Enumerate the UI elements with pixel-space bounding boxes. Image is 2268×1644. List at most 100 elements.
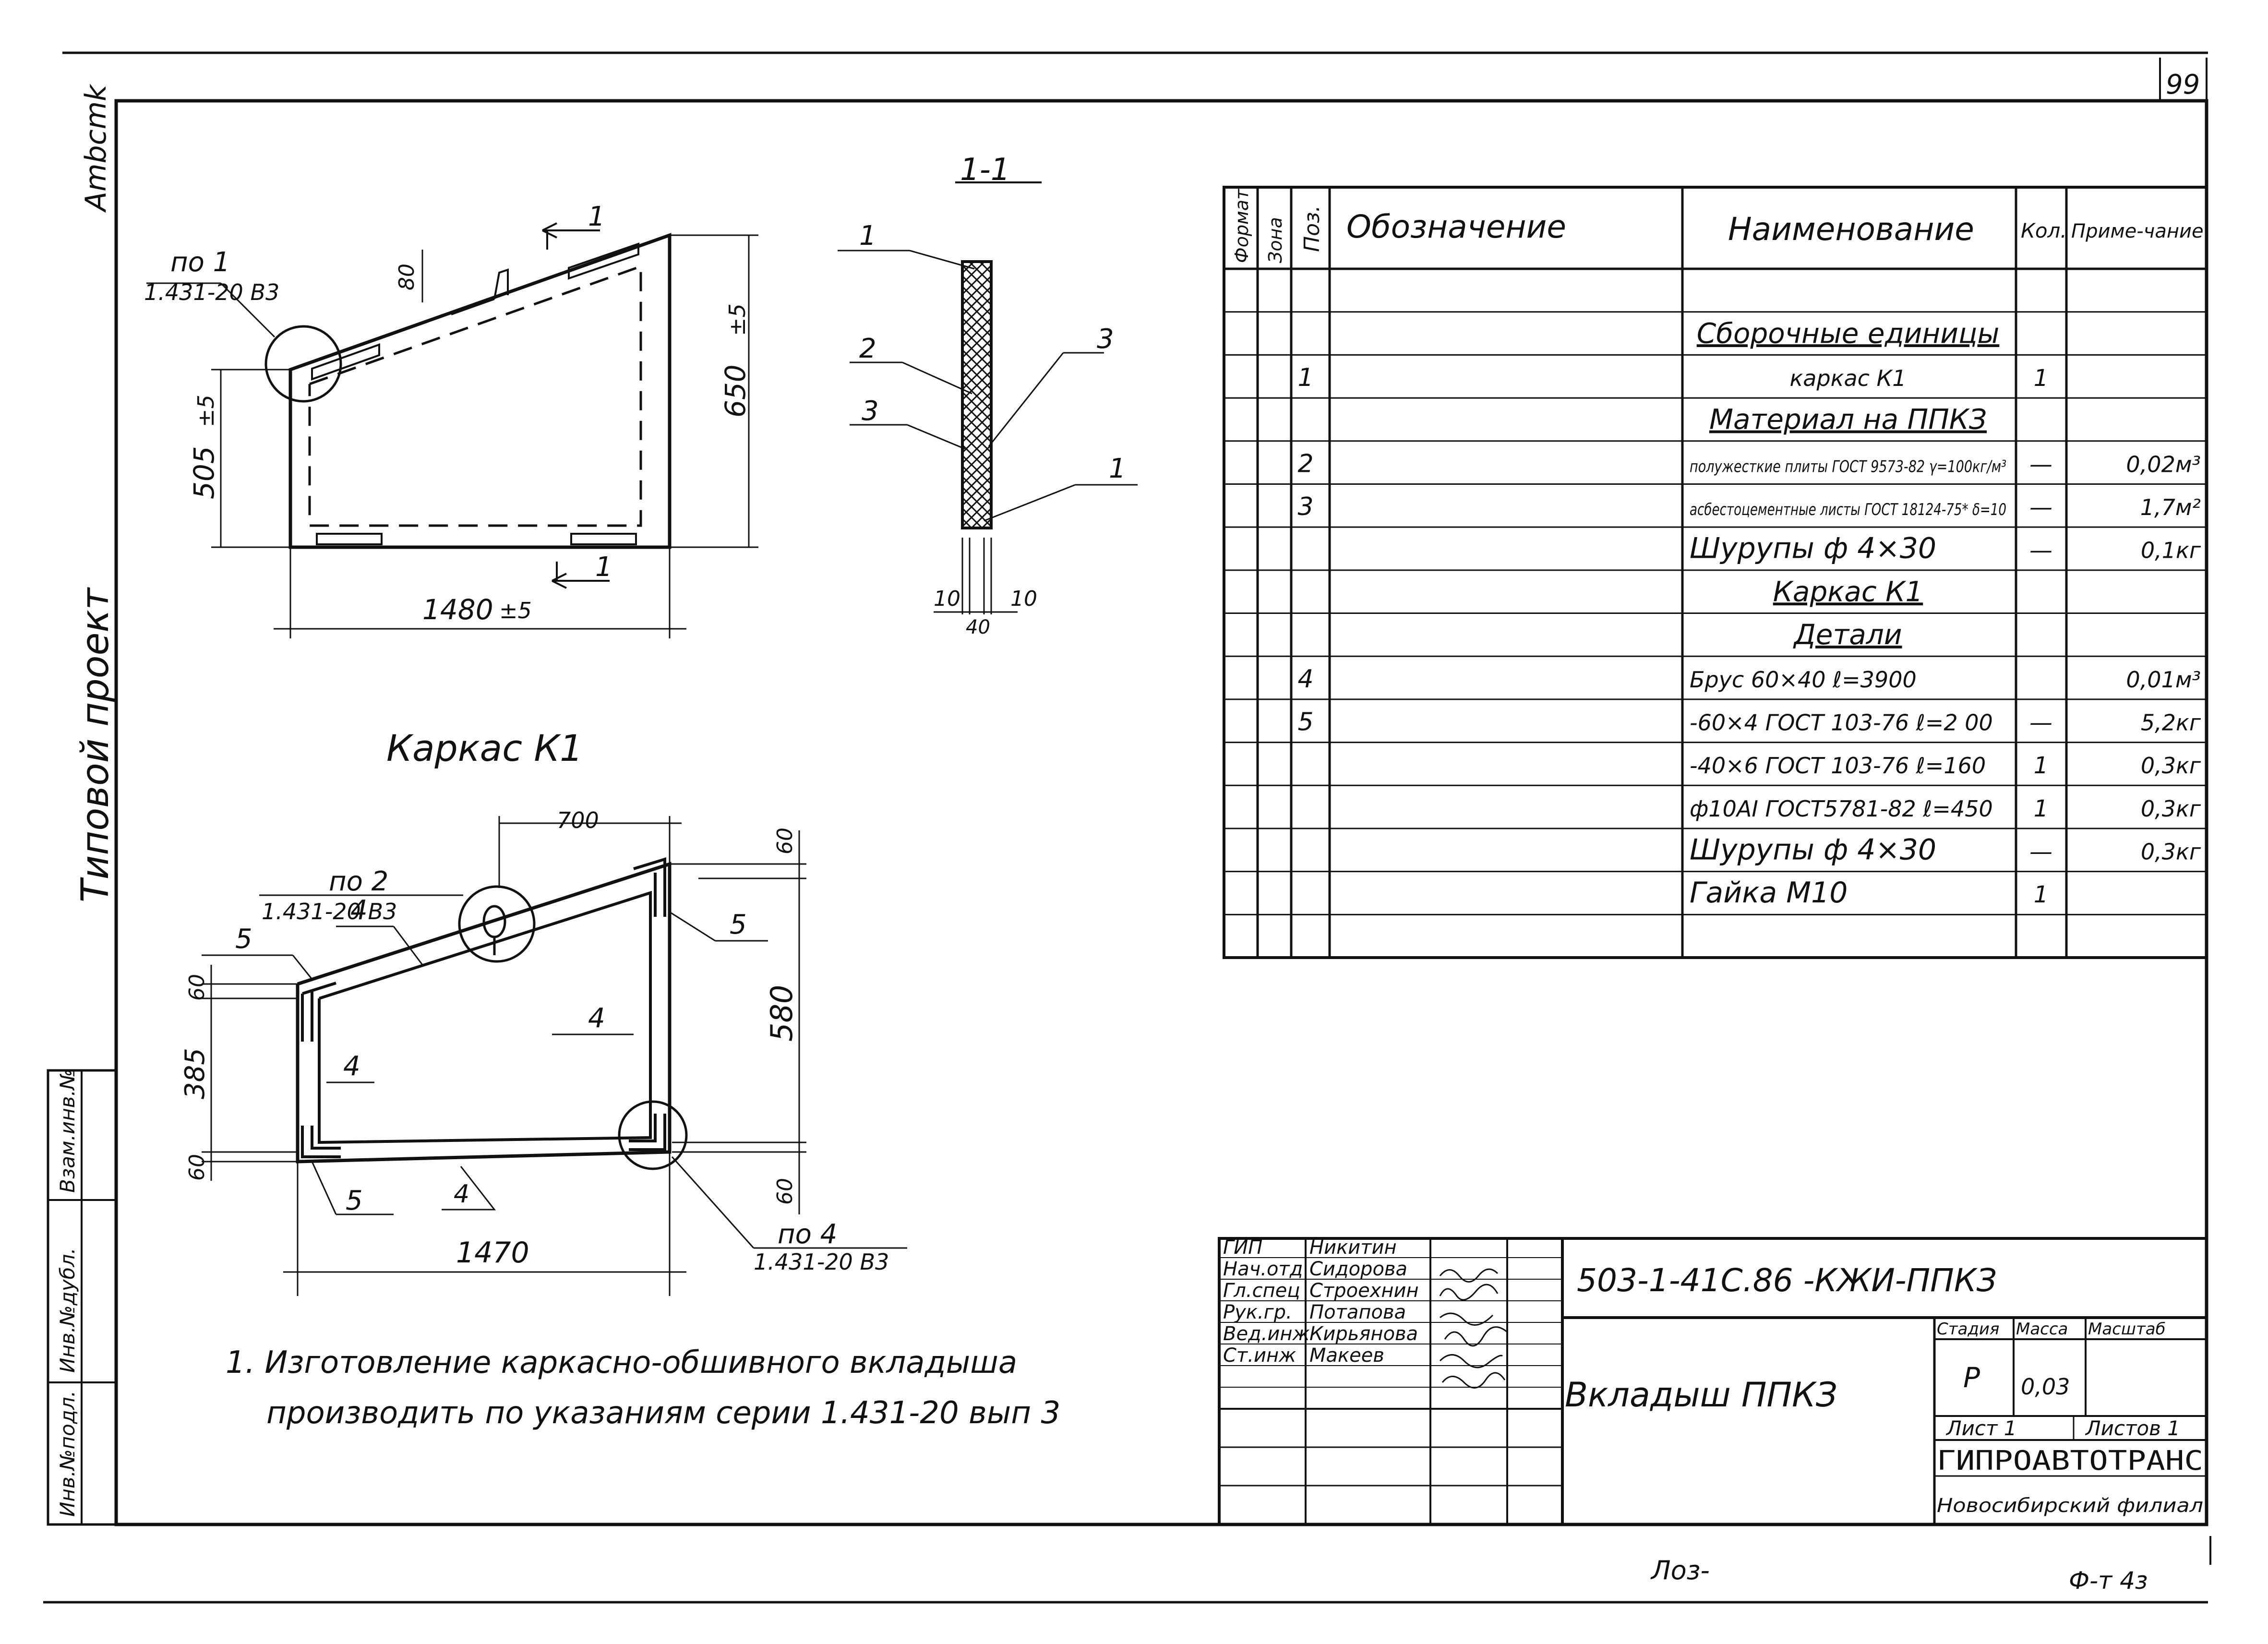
frame-dim-60-top: 60 [773,828,797,854]
org-branch: Новосибирский филиал [1937,1495,2203,1517]
stage-value: Р [1963,1361,1980,1394]
frame-pos-4-left: 4 [343,1051,360,1082]
sheet-number: Лист 1 [1945,1416,2017,1440]
spec-row-name: Гайка М10 [1690,876,1848,910]
spec-header-zone: Зона [1265,217,1286,263]
frame-k1-view [202,816,907,1296]
person-role: ГИП [1223,1236,1262,1259]
cut-marker-bottom: 1 [595,552,612,583]
stage-label: Стадия [1937,1320,1999,1339]
frame-pos-5-bottom: 5 [346,1185,363,1216]
frame-pos-5-left: 5 [235,924,252,955]
frame-ref-bottom-label: по 4 [778,1219,837,1250]
spec-row-name: ф10АI ГОСТ5781-82 ℓ=450 [1690,796,1993,822]
dim-505-tol: ±5 [193,395,219,427]
person-role: Нач.отд [1223,1258,1303,1280]
page-number-box [2159,58,2207,102]
dim-1480-tol: ±5 [499,598,532,624]
note-line-1: 1. Изготовление каркасно-обшивного вклад… [226,1345,1017,1380]
dim-80: 80 [395,264,419,290]
top-ref-doc: 1.431-20 В3 [144,279,279,305]
person-role: Вед.инж [1223,1323,1310,1345]
spec-row-name: -60×4 ГОСТ 103-76 ℓ=2 00 [1690,709,1993,735]
footer-form: Ф-т 4з [2069,1567,2148,1595]
left-stamp-strip: Инв.№подл. Инв.№дубл. Взам.инв.№ [47,1069,118,1526]
spec-row-pos: 4 [1297,665,1313,694]
spec-row-note: 0,1кг [2141,538,2201,564]
spec-row-qty: 1 [2034,752,2049,779]
section-callout-3a: 3 [862,396,879,427]
spec-row-note: 1,7м² [2140,494,2201,520]
spec-row-qty: 1 [2034,881,2049,908]
spec-row-name: Сборочные единицы [1697,317,2000,349]
section-callout-1b: 1 [1109,453,1126,484]
spec-row-qty: — [2029,709,2052,736]
top-ref-label: по 1 [170,247,230,278]
mass-value: 0,03 [2021,1374,2070,1400]
page-number: 99 [2166,69,2200,100]
stamp-inv-podl: Инв.№подл. [56,1391,79,1517]
spec-row-qty: — [2029,839,2052,865]
section-dim-total: 40 [966,616,990,638]
frame-pos-4-top: 4 [350,895,368,926]
frame-pos-4-bottom: 4 [454,1180,469,1209]
spec-row-note: 0,02м³ [2126,451,2201,477]
frame-dim-60-left: 60 [185,974,209,1001]
person-name: Макеев [1309,1344,1384,1367]
frame-ref-bottom-doc: 1.431-20 В3 [754,1249,889,1275]
person-role: Гл.спец [1223,1280,1300,1302]
section-dim-right: 10 [1010,587,1037,611]
section-1-1 [838,181,1138,614]
dim-1480: 1480 [422,593,493,626]
scale-label: Масштаб [2088,1320,2166,1339]
frame-ref-top-doc: 1.431-20 В3 [262,899,397,924]
frame-dim-60-bottom: 60 [185,1154,209,1181]
dim-650: 650 [719,364,752,418]
frame-dim-1470: 1470 [456,1236,529,1270]
vertical-title: Типовой проект [74,587,117,902]
margin-signature: Ambcmk [79,84,113,213]
person-name: Потапова [1309,1301,1406,1323]
frame-dim-580: 580 [764,985,799,1042]
dim-505: 505 [188,446,220,499]
person-name: Строехнин [1309,1280,1419,1302]
spec-row-name: Материал на ППКЗ [1709,403,1987,436]
person-name: Никитин [1309,1236,1397,1259]
spec-row-name: Брус 60×40 ℓ=3900 [1690,667,1917,693]
mass-label: Масса [2016,1320,2068,1339]
section-label: 1-1 [960,152,1010,188]
spec-table [1223,186,2208,959]
stamp-inv-dubl: Инв.№дубл. [56,1248,79,1373]
footer-sign: Лоз- [1650,1555,1710,1585]
frame-pos-4-middle: 4 [588,1003,605,1034]
frame-ref-top-label: по 2 [329,866,388,897]
dim-650-tol: ±5 [724,303,750,336]
person-role: Рук.гр. [1223,1301,1292,1323]
spec-header-name: Наименование [1728,211,1974,248]
spec-row-pos: 5 [1297,708,1313,736]
spec-row-qty: — [2029,537,2052,564]
spec-row-note: 5,2кг [2141,709,2201,735]
stamp-vzam-inv: Взам.инв.№ [56,1069,79,1193]
spec-row-qty: — [2029,494,2052,521]
spec-header-format: Формат [1231,188,1252,263]
title-block [1218,1237,2208,1526]
spec-row-qty: 1 [2034,795,2049,822]
spec-row-name: Шурупы ф 4×30 [1690,833,1936,867]
person-name: Сидорова [1309,1258,1407,1280]
spec-row-note: 0,3кг [2141,753,2201,779]
spec-header-qty: Кол. [2021,219,2067,242]
section-callout-3b: 3 [1097,324,1114,355]
spec-header-note: Приме-чание [2071,220,2204,242]
frame-dim-700: 700 [557,807,599,833]
frame-dim-60-right: 60 [773,1178,797,1205]
sheets-total: Листов 1 [2085,1416,2180,1440]
person-role: Ст.инж [1223,1344,1296,1367]
section-dim-left: 10 [934,587,960,611]
spec-row-name: каркас К1 [1790,365,1907,391]
doc-title: Вкладыш ППКЗ [1565,1375,1837,1415]
cut-marker-top: 1 [588,201,605,232]
spec-row-name: полужесткие плиты ГОСТ 9573-82 γ=100кг/м… [1690,457,2006,476]
panel-top-view [146,222,758,638]
